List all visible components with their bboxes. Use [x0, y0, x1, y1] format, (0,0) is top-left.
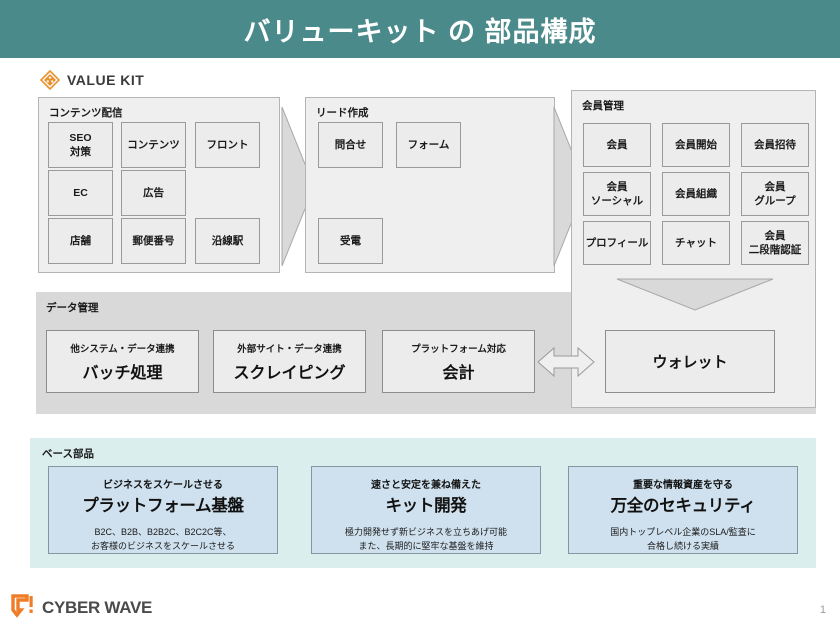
- panel-title-contents-delivery: コンテンツ配信: [49, 107, 123, 119]
- flow-arrow-bidirectional: [536, 344, 596, 380]
- card-caption: 他システム・データ連携: [70, 343, 175, 355]
- base-card-caption: 重要な情報資産を守る: [633, 480, 733, 491]
- valuekit-logo-text: VALUE KIT: [67, 72, 145, 88]
- tile-form[interactable]: フォーム: [396, 122, 461, 168]
- flow-arrow-right-1: [280, 104, 316, 269]
- tile-ec[interactable]: EC: [48, 170, 113, 216]
- base-card-security[interactable]: 重要な情報資産を守る 万全のセキュリティ 国内トップレベル企業のSLA/監査に …: [568, 466, 798, 554]
- base-card-platform[interactable]: ビジネスをスケールさせる プラットフォーム基盤 B2C、B2B、B2B2C、B2…: [48, 466, 278, 554]
- card-title: バッチ処理: [82, 364, 163, 382]
- tile-profile[interactable]: プロフィール: [583, 221, 651, 265]
- tile-ad[interactable]: 広告: [121, 170, 186, 216]
- page-number: 1: [819, 604, 826, 616]
- tile-store[interactable]: 店舗: [48, 218, 113, 264]
- flow-arrow-right-2: [552, 104, 588, 269]
- base-card-kit-development[interactable]: 速さと安定を兼ね備えた キット開発 極力開発せず新ビジネスを立ちあげ可能 また、…: [311, 466, 541, 554]
- base-card-title: キット開発: [385, 497, 467, 515]
- card-title: スクレイピング: [233, 364, 346, 382]
- tile-contents[interactable]: コンテンツ: [121, 122, 186, 168]
- card-title: 会計: [442, 364, 475, 382]
- cyberwave-mark-icon: [10, 592, 36, 623]
- tile-front[interactable]: フロント: [195, 122, 260, 168]
- valuekit-logo: VALUE KIT: [39, 69, 145, 91]
- section-title-data-management: データ管理: [46, 302, 99, 314]
- base-card-description: B2C、B2B、B2B2C、B2C2C等、 お客様のビジネスをスケールさせる: [90, 527, 235, 551]
- section-base-parts: ベース部品 ビジネスをスケールさせる プラットフォーム基盤 B2C、B2B、B2…: [30, 438, 816, 568]
- base-card-title: 万全のセキュリティ: [610, 497, 756, 515]
- tile-member[interactable]: 会員: [583, 123, 651, 167]
- slide-header: バリューキット の 部品構成: [0, 0, 840, 58]
- base-card-description: 国内トップレベル企業のSLA/監査に 合格し続ける実績: [610, 527, 756, 551]
- card-caption: 外部サイト・データ連携: [237, 343, 342, 355]
- card-accounting[interactable]: プラットフォーム対応 会計: [382, 330, 535, 393]
- card-scraping[interactable]: 外部サイト・データ連携 スクレイピング: [213, 330, 366, 393]
- flow-arrow-down: [615, 277, 775, 312]
- page-title: バリューキット の 部品構成: [243, 16, 597, 47]
- card-caption: プラットフォーム対応: [411, 343, 506, 355]
- tile-postal-code[interactable]: 郵便番号: [121, 218, 186, 264]
- tile-member-start[interactable]: 会員開始: [662, 123, 730, 167]
- section-title-base-parts: ベース部品: [42, 448, 94, 460]
- cyberwave-logo-text: CYBER WAVE: [42, 597, 153, 617]
- wallet-box[interactable]: ウォレット: [605, 330, 775, 393]
- tile-member-org[interactable]: 会員組織: [662, 172, 730, 216]
- tile-member-group[interactable]: 会員 グループ: [741, 172, 809, 216]
- tile-member-social[interactable]: 会員 ソーシャル: [583, 172, 651, 216]
- card-batch-processing[interactable]: 他システム・データ連携 バッチ処理: [46, 330, 199, 393]
- cyberwave-logo: CYBER WAVE: [10, 592, 152, 623]
- tile-railway-station[interactable]: 沿線駅: [195, 218, 260, 264]
- tile-member-invite[interactable]: 会員招待: [741, 123, 809, 167]
- tile-member-2fa[interactable]: 会員 二段階認証: [741, 221, 809, 265]
- panel-title-member-management: 会員管理: [582, 100, 624, 112]
- base-card-title: プラットフォーム基盤: [82, 497, 244, 515]
- tile-inquiry[interactable]: 問合せ: [318, 122, 383, 168]
- tile-chat[interactable]: チャット: [662, 221, 730, 265]
- tile-inbound-call[interactable]: 受電: [318, 218, 383, 264]
- diamond-icon: [39, 69, 61, 91]
- tile-seo[interactable]: SEO 対策: [48, 122, 113, 168]
- base-card-caption: 速さと安定を兼ね備えた: [371, 480, 481, 491]
- panel-title-lead-creation: リード作成: [316, 107, 369, 119]
- base-card-description: 極力開発せず新ビジネスを立ちあげ可能 また、長期的に堅牢な基盤を維持: [344, 527, 507, 551]
- base-card-caption: ビジネスをスケールさせる: [103, 480, 223, 491]
